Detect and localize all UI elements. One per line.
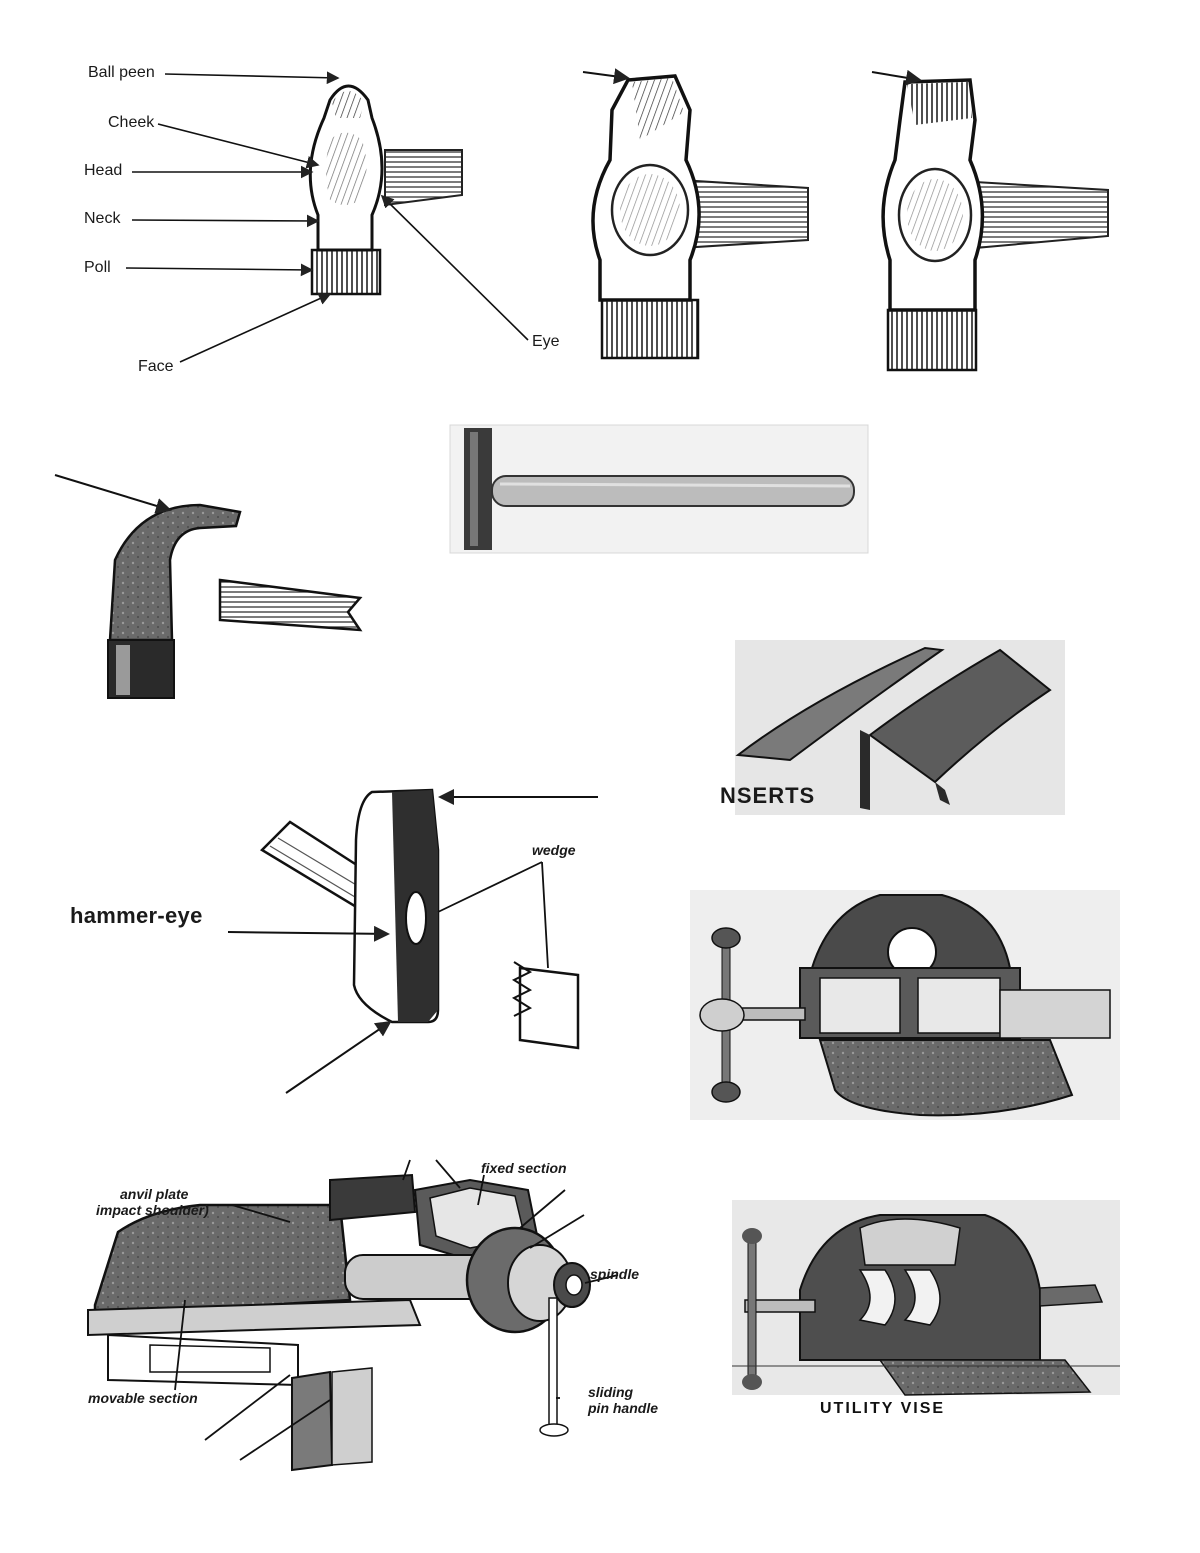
cutaway-bench-vise-figure <box>87 1173 591 1472</box>
straight-peen-arrow <box>582 68 630 85</box>
label-cheek: Cheek <box>108 114 155 131</box>
swivel-bench-vise-figure <box>690 890 1120 1120</box>
label-eye: Eye <box>532 333 560 350</box>
label-jaw-inserts: NSERTS <box>720 783 816 808</box>
label-head: Head <box>84 162 123 179</box>
utility-vise-caption-clip: UTILITY VISE <box>820 1400 1040 1414</box>
vise-leader-lines <box>174 1159 619 1461</box>
label-fixed-section: fixed section <box>481 1160 567 1176</box>
cross-peen-hammer-figure <box>881 78 1109 372</box>
cross-peen-arrow <box>871 69 922 86</box>
straight-peen-hammer-figure <box>591 74 809 360</box>
vise-jaw-inserts-figure <box>735 640 1065 815</box>
wedge-leader-lines <box>437 861 549 969</box>
claw-hammer-arrow <box>54 474 172 514</box>
label-face: Face <box>138 358 174 375</box>
claw-hammer-figure <box>107 503 363 699</box>
label-movable-section: movable section <box>88 1390 198 1406</box>
label-wedge: wedge <box>532 842 576 858</box>
label-utility-vise: UTILITY VISE <box>820 1400 946 1414</box>
label-anvil-plate: anvil plate <box>120 1186 189 1202</box>
label-ball-peen: Ball peen <box>88 64 155 81</box>
label-sliding: sliding <box>588 1384 634 1400</box>
hammer-eye-pointer <box>227 925 390 942</box>
label-hammer-eye: hammer-eye <box>70 903 203 928</box>
label-pin-handle: pin handle <box>588 1400 658 1416</box>
ball-peen-hammer-figure <box>308 84 463 296</box>
hammer-eye-wedge-figure <box>259 788 580 1050</box>
label-spindle: spindle <box>590 1266 640 1282</box>
label-poll: Poll <box>84 259 111 276</box>
label-neck: Neck <box>84 210 121 227</box>
hammer-edge-arrow <box>285 1020 392 1094</box>
label-impact-shoulder: impact shoulder) <box>96 1202 209 1218</box>
utility-vise-figure <box>732 1200 1120 1396</box>
sledge-hammer-figure <box>449 424 869 554</box>
